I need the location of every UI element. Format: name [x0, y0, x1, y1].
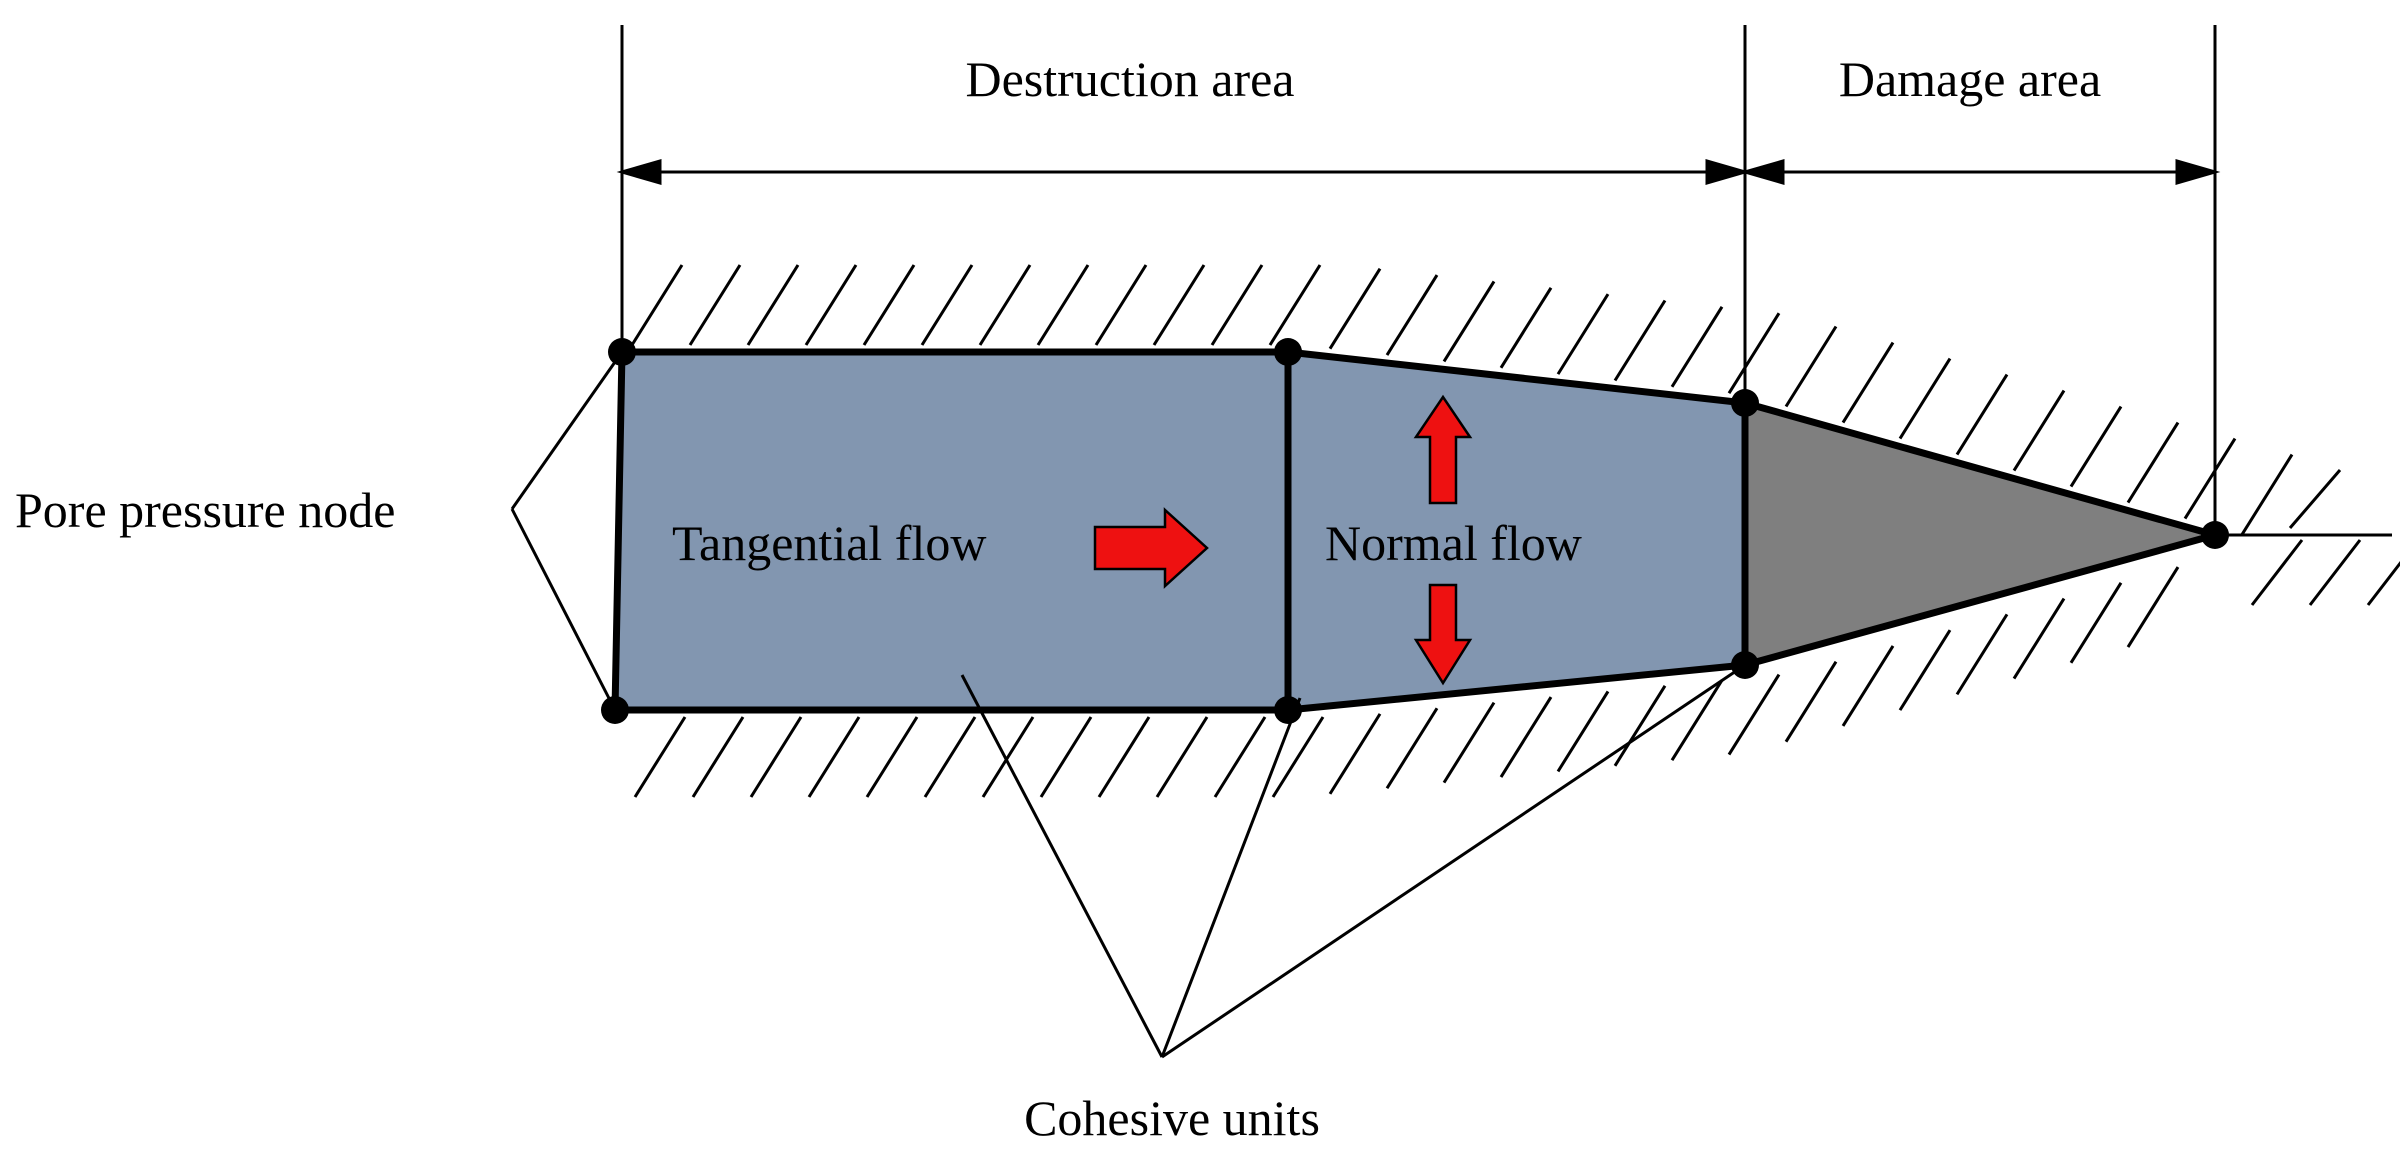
hatch-line-lower-flat [865, 716, 919, 798]
hatch-line-upper-slope [1898, 357, 1952, 440]
hatch-line-upper-slope [1670, 306, 1724, 388]
hatch-line-lower-slope [1841, 645, 1895, 727]
hatch-line-upper-flat [746, 264, 800, 346]
hatch-line-upper-slope [1613, 299, 1667, 382]
node-bottom-middle [1274, 696, 1302, 724]
hatch-line-lower-slope [1328, 713, 1382, 795]
cohesive-leader-2 [1160, 697, 1302, 1058]
hatch-line-lower-flat [981, 716, 1035, 798]
node-bottom-right [1731, 651, 1759, 679]
hatch-line-upper-slope [2069, 405, 2123, 488]
node-bottom-left [601, 696, 629, 724]
hatch-line-lower-flat [1155, 716, 1209, 798]
hatch-line-extension-lower [2250, 539, 2304, 606]
destruction-arrow-right-head [1705, 159, 1751, 185]
normal-flow-arrow-up [1413, 394, 1473, 505]
pore-pressure-leaders [510, 351, 624, 711]
hatch-line-lower-slope [2069, 582, 2123, 664]
hatch-line-lower-slope [2126, 566, 2180, 648]
hatch-line-lower-slope [2012, 597, 2066, 680]
tangential-flow-label: Tangential flow [672, 515, 986, 571]
hatch-line-lower-slope [1670, 679, 1724, 761]
hatch-line-lower-slope [1784, 660, 1838, 743]
hatch-line-lower-slope [1955, 613, 2009, 696]
hatch-line-lower-flat [633, 716, 687, 798]
hatch-line-upper-flat [1210, 264, 1264, 346]
hatch-line-lower-flat [1271, 716, 1325, 798]
dimension-arrows [616, 159, 2221, 185]
hatch-line-upper-flat [1152, 264, 1206, 346]
node-tip [2201, 521, 2229, 549]
hatch-line-upper-slope [2012, 389, 2066, 472]
hatch-line-lower-slope [1556, 690, 1610, 773]
hatch-line-upper-slope [1328, 267, 1382, 350]
node-top-left [608, 338, 636, 366]
cohesive-units-leaders [960, 663, 1746, 1059]
normal-flow-label: Normal flow [1325, 515, 1582, 571]
hatch-line-upper-flat [688, 264, 742, 346]
hatch-line-lower-slope [1442, 701, 1496, 784]
hatch-line-upper-slope [1442, 280, 1496, 363]
hatch-line-upper-slope [1784, 325, 1838, 408]
hatch-line-upper-flat [804, 264, 858, 346]
hatch-line-upper-slope [2240, 453, 2294, 536]
hatch-line-extension-lower [2366, 560, 2400, 606]
node-top-middle [1274, 338, 1302, 366]
hatch-line-upper-slope [2126, 421, 2180, 504]
hatch-line-upper-flat [978, 264, 1032, 346]
damage-arrow-right-head [2175, 159, 2221, 185]
hatch-line-lower-slope [1385, 707, 1439, 790]
hatch-line-lower-flat [691, 716, 745, 798]
damage-area-label: Damage area [1839, 51, 2101, 107]
hatch-line-upper-flat [1036, 264, 1090, 346]
hatch-line-upper-flat [862, 264, 916, 346]
pore-leader-upper [510, 351, 624, 510]
hatch-line-lower-flat [807, 716, 861, 798]
hatch-line-lower-flat [1213, 716, 1267, 798]
hatch-line-upper-slope [1556, 293, 1610, 375]
hatch-line-upper-slope [1955, 373, 2009, 456]
destruction-arrow-left-head [616, 159, 662, 185]
flow-arrows [1093, 394, 1473, 686]
hatch-line-upper-slope [1727, 312, 1781, 395]
pore-leader-lower [510, 508, 617, 711]
hatch-line-upper-flat [920, 264, 974, 346]
hatch-line-upper-flat [1094, 264, 1148, 346]
hatch-line-extension-lower [2308, 539, 2362, 606]
hatch-line-lower-slope [1898, 629, 1952, 711]
destruction-area-label: Destruction area [965, 51, 1294, 107]
cohesive-leader-3 [1161, 663, 1746, 1059]
pore-pressure-node-label: Pore pressure node [15, 482, 395, 538]
hatch-line-upper-slope [1385, 274, 1439, 356]
hatch-line-upper-slope [2183, 437, 2237, 520]
damage-area-triangle [1741, 399, 2219, 669]
pore-pressure-nodes [601, 338, 2229, 724]
hatch-line-lower-flat [1097, 716, 1151, 798]
hatch-line-upper-flat [630, 264, 684, 346]
damage-arrow-left-head [1739, 159, 1785, 185]
dimension-extension-lines [620, 25, 2217, 535]
hatch-line-lower-flat [749, 716, 803, 798]
node-top-right [1731, 389, 1759, 417]
hatch-line-upper-flat [1268, 264, 1322, 346]
normal-flow-arrow-down [1413, 583, 1473, 686]
hatch-line-lower-slope [1613, 685, 1667, 767]
hatch-line-lower-slope [1499, 696, 1553, 778]
hatch-line-lower-flat [1039, 716, 1093, 798]
cohesive-leader-1 [960, 674, 1164, 1058]
rock-hatching [630, 264, 2400, 798]
hatch-line-lower-slope [1727, 673, 1781, 756]
hatch-line-upper-slope [1841, 341, 1895, 424]
cohesive-units-label: Cohesive units [1024, 1090, 1320, 1146]
tangential-flow-arrow [1093, 507, 1209, 589]
hatch-line-upper-slope [1499, 286, 1553, 369]
hatch-line-lower-flat [923, 716, 977, 798]
hatch-line-extension-upper [2288, 469, 2342, 529]
